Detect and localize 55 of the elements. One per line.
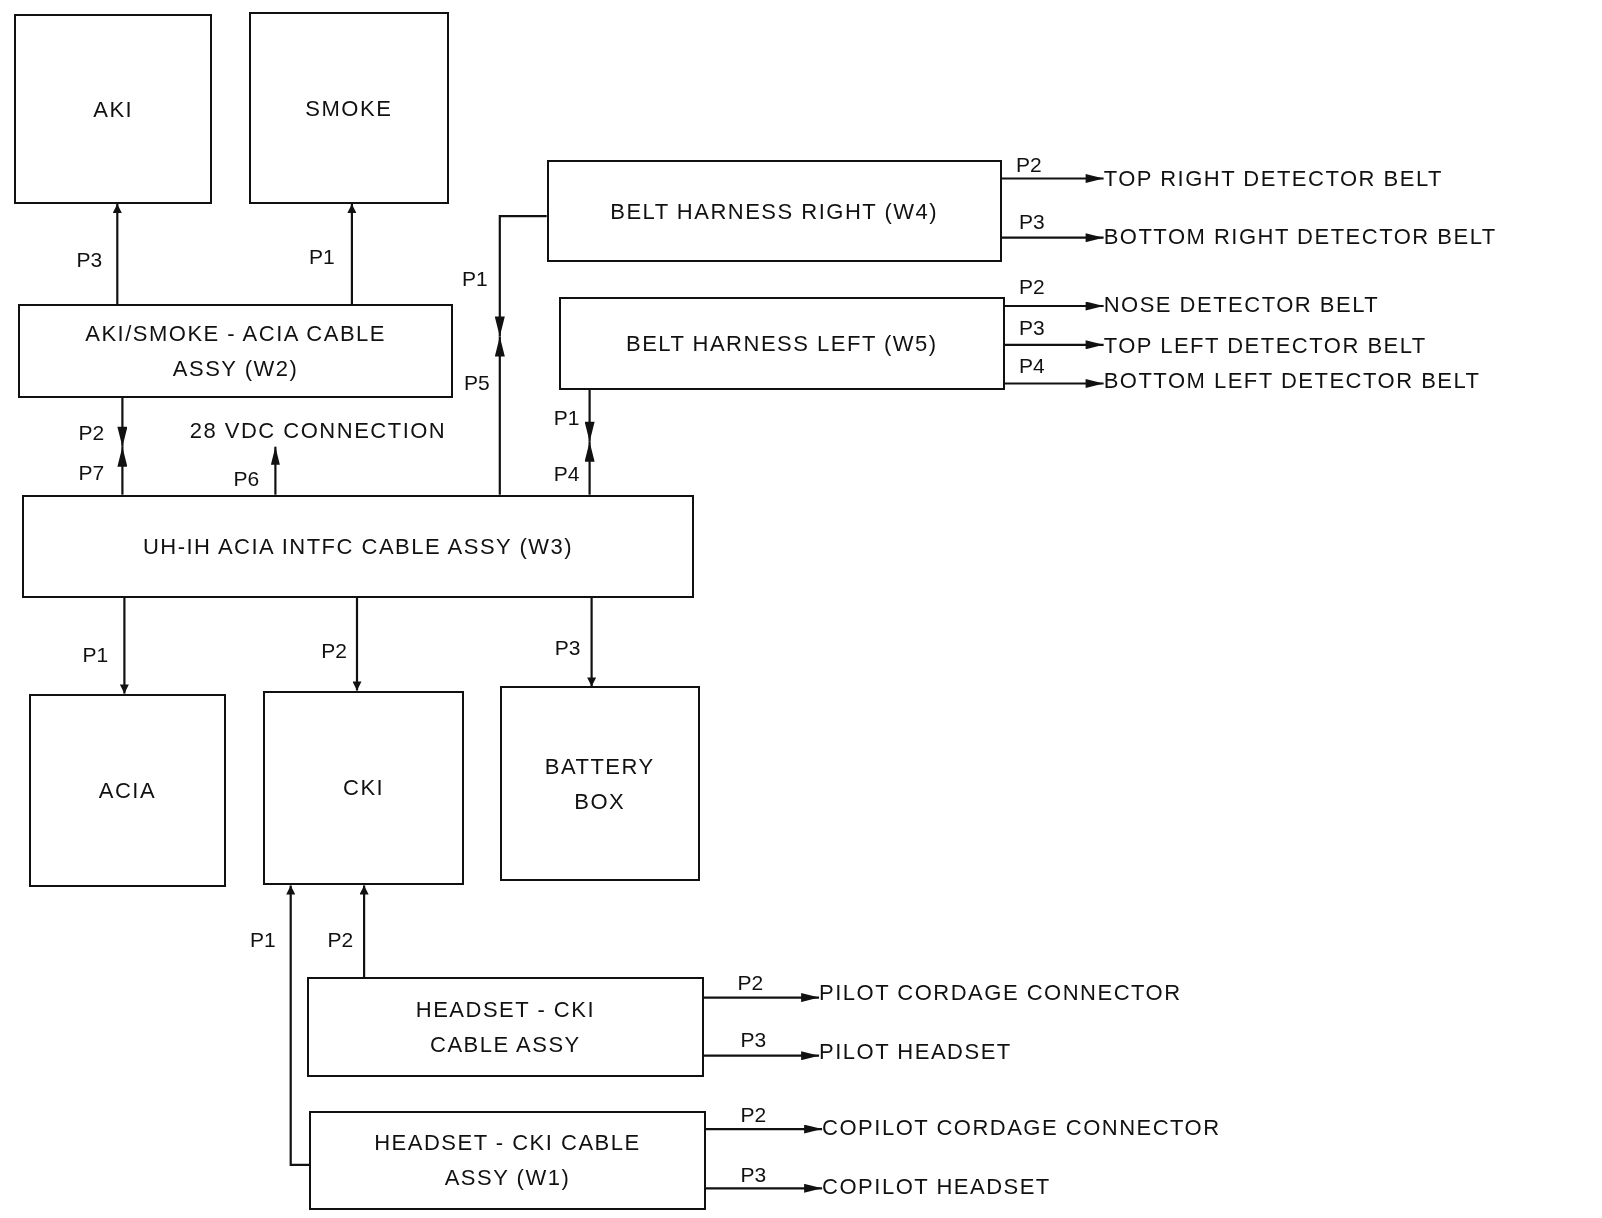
arrow [117,446,128,495]
arrow [112,204,122,304]
box-label: BATTERY BOX [543,752,656,816]
box-label: HEADSET - CKI CABLE ASSY [414,995,596,1060]
destination-label: NOSE DETECTOR BELT [1103,289,1592,321]
arrow [703,993,820,1003]
arrow [587,597,597,687]
arrow [705,1183,823,1193]
cable-assembly-box [307,977,704,1078]
destination-label: BOTTOM RIGHT DETECTOR BELT [1103,221,1602,252]
unit-box [14,14,213,204]
box-label: AKI/SMOKE - ACIA CABLE ASSY (W2) [84,319,387,383]
box-label: HEADSET - CKI CABLE ASSY (W1) [373,1129,642,1193]
arrow [584,389,595,442]
arrow [1004,340,1104,350]
arrow [352,597,362,691]
unit-box [28,693,227,888]
box-label: CKI [343,774,385,803]
box-label: SMOKE [305,94,393,123]
destination-label: PILOT CORDAGE CONNECTOR [819,977,1326,1008]
arrow [286,885,310,1166]
arrow [347,204,357,304]
arrow [1004,379,1104,388]
box-label: AKI [93,95,134,124]
box-label: BELT HARNESS LEFT (W5) [625,329,938,358]
arrow [703,1051,820,1061]
arrow [494,215,547,337]
unit-box [263,690,465,886]
box-label: UH-IH ACIA INTFC CABLE ASSY (W3) [142,532,574,561]
cable-assembly-box [546,160,1002,263]
cable-assembly-box [309,1110,706,1210]
cable-assembly-box [18,303,453,398]
arrow [270,446,280,495]
destination-label: PILOT HEADSET [819,1036,1326,1067]
box-label: ACIA [98,776,157,805]
destination-label: TOP RIGHT DETECTOR BELT [1103,163,1592,194]
destination-label: TOP LEFT DETECTOR BELT [1103,330,1592,362]
destination-label: 28 VDC CONNECTION [189,414,490,447]
arrow [119,597,129,694]
arrow [359,885,369,978]
destination-label: COPILOT HEADSET [822,1170,1347,1202]
unit-box [499,686,700,882]
arrow [1001,233,1104,243]
arrow [494,336,505,495]
arrow [117,397,128,447]
destination-label: BOTTOM LEFT DETECTOR BELT [1103,365,1602,396]
destination-label: COPILOT CORDAGE CONNECTOR [822,1111,1347,1143]
arrow [1004,301,1104,311]
arrow [705,1124,823,1134]
cable-assembly-box [22,494,694,598]
box-label: BELT HARNESS RIGHT (W4) [610,197,939,226]
arrow [1001,174,1104,183]
unit-box [248,12,449,204]
arrow [584,441,595,495]
cable-assembly-box [558,296,1005,390]
